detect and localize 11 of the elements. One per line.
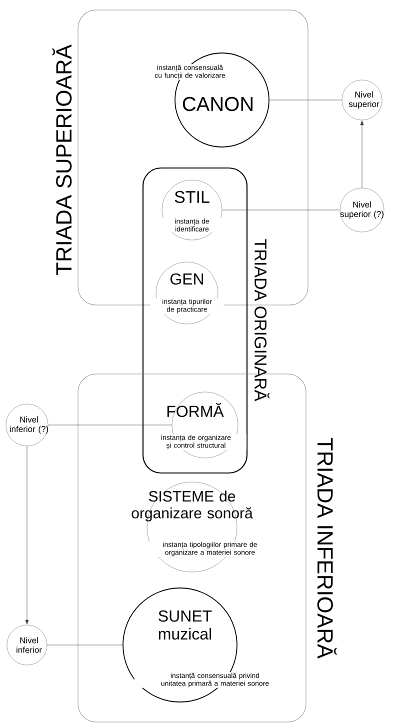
- arrow: [360, 120, 364, 188]
- circle-node: Nivel superior (?): [340, 188, 384, 232]
- node-label: TRIADA ORIGINARĂ: [254, 239, 270, 402]
- circle-node: Nivel inferior (?): [6, 404, 48, 446]
- node-label: TRIADA SUPERIOARĂ: [52, 44, 72, 276]
- circle-node: Nivel inferior: [6, 624, 48, 666]
- connector-line: [48, 424, 172, 426]
- node-label: TRIADA INFERIOARĂ: [317, 438, 337, 659]
- arrow: [25, 446, 29, 624]
- connector-line: [47, 644, 123, 646]
- circle-node: Nivel superior: [342, 80, 382, 120]
